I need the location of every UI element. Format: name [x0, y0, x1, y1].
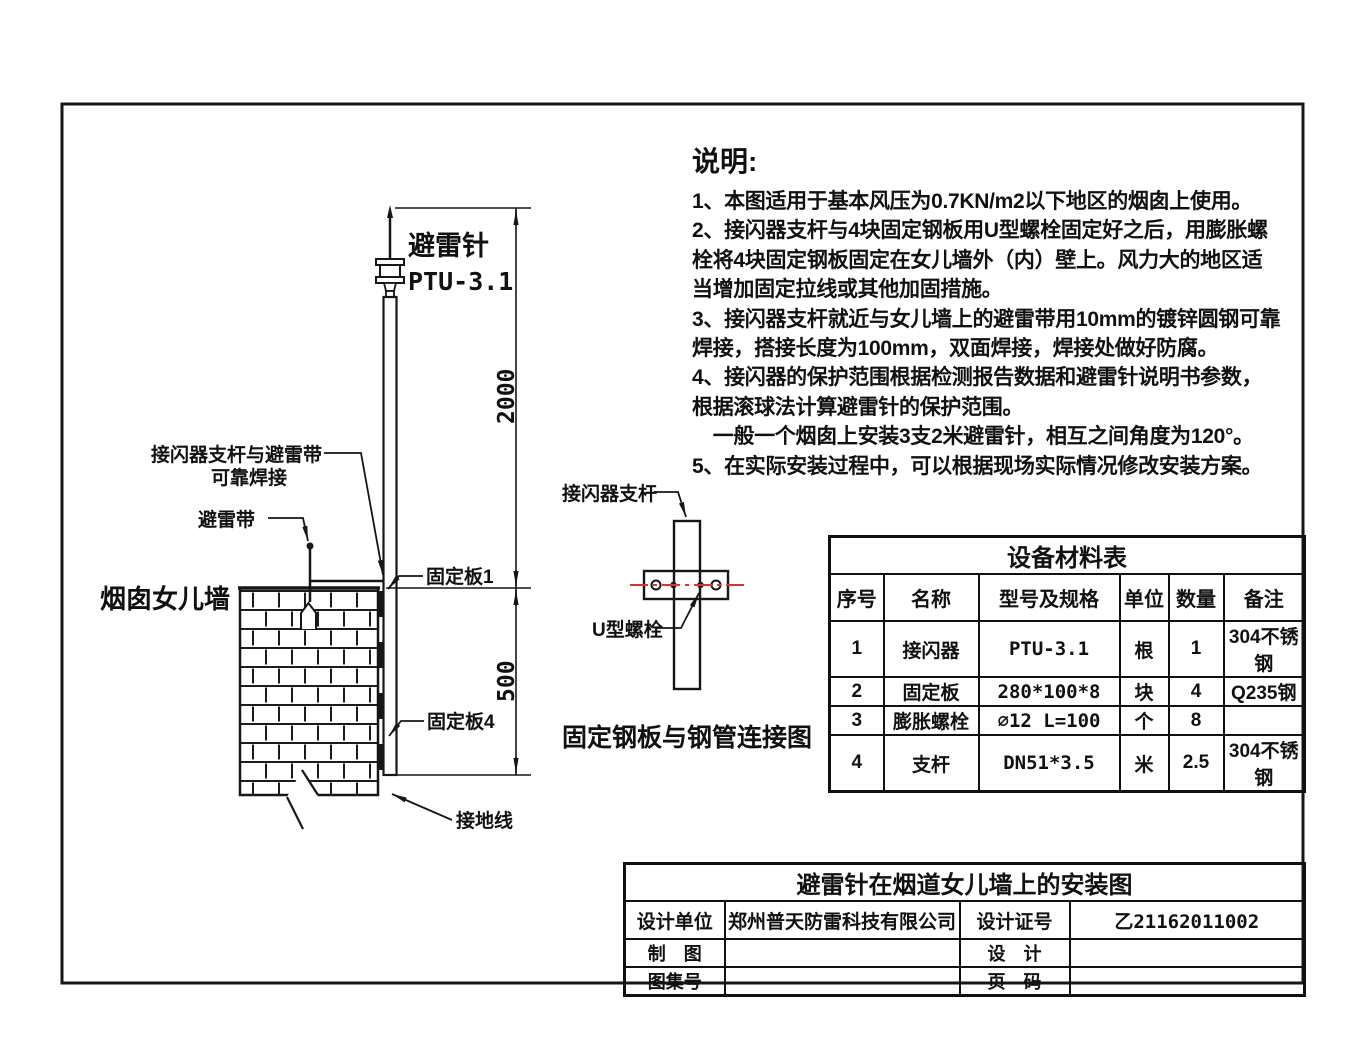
table-cell: PTU-3.1	[977, 620, 1121, 678]
detail-bolt-holes	[650, 579, 722, 591]
belt-label: 避雷带	[198, 510, 256, 531]
cert-label: 设计证号	[958, 900, 1071, 940]
table-cell: 支杆	[882, 734, 980, 793]
design-value	[1068, 938, 1306, 968]
table-cell: 1	[1167, 620, 1225, 678]
plate4-label: 固定板4	[427, 712, 495, 733]
table-row: 1 接闪器 PTU-3.1 根 1 304不锈钢	[828, 620, 1306, 678]
detail-caption: 固定钢板与钢管连接图	[562, 724, 813, 752]
table-cell: 个	[1118, 705, 1170, 736]
table-cell: 膨胀螺栓	[882, 705, 980, 736]
plate1-label: 固定板1	[426, 567, 494, 588]
detail-support-pole	[672, 519, 702, 691]
table-cell	[1222, 705, 1306, 736]
ground-wire-label: 接地线	[456, 811, 514, 832]
materials-table-title: 设备材料表	[828, 535, 1306, 575]
table-cell: DN51*3.5	[977, 734, 1121, 793]
table-cell: 8	[1167, 705, 1225, 736]
col-header: 型号及规格	[977, 573, 1121, 622]
table-cell: 2	[828, 676, 885, 707]
detail-leader-lines	[654, 491, 700, 629]
leader-lines	[268, 452, 453, 821]
dimension-lines	[386, 207, 531, 776]
table-row: 4 支杆 DN51*3.5 米 2.5 304不锈钢	[828, 734, 1306, 793]
table-cell: 280*100*8	[977, 676, 1121, 707]
table-cell: 接闪器	[882, 620, 980, 678]
table-cell: 304不锈钢	[1222, 620, 1306, 678]
table-cell: 米	[1118, 734, 1170, 793]
table-cell: Q235钢	[1222, 676, 1306, 707]
note-line: 1、本图适用于基本风压为0.7KN/m2以下地区的烟囱上使用。	[692, 190, 1253, 213]
weld-note-line1: 接闪器支杆与避雷带	[150, 445, 322, 466]
note-line: 焊接，搭接长度为100mm，双面焊接，焊接处做好防腐。	[692, 337, 1219, 361]
page-value	[1068, 966, 1306, 997]
design-label: 设 计	[958, 938, 1071, 968]
materials-table: 设备材料表 序号 名称 型号及规格 单位 数量 备注 1 接闪器 PTU-3.1…	[828, 535, 1306, 793]
cert-value: 乙21162011002	[1068, 900, 1306, 940]
fixing-plates-strip	[378, 591, 386, 770]
table-cell: 4	[1167, 676, 1225, 707]
rod-label: 避雷针	[408, 231, 489, 261]
table-row: 3 膨胀螺栓 ∅12 L=100 个 8	[828, 705, 1306, 736]
support-pole	[382, 295, 398, 777]
dimension-500: 500	[494, 660, 520, 702]
design-unit-value: 郑州普天防雷科技有限公司	[723, 900, 961, 940]
notes-block: 说明: 1、本图适用于基本风压为0.7KN/m2以下地区的烟囱上使用。 2、接闪…	[692, 145, 1304, 481]
dimension-2000: 2000	[494, 368, 520, 424]
table-cell: 1	[828, 620, 885, 678]
title-block: 避雷针在烟道女儿墙上的安装图 设计单位 郑州普天防雷科技有限公司 设计证号 乙2…	[623, 862, 1306, 997]
drawing-title: 避雷针在烟道女儿墙上的安装图	[623, 862, 1306, 902]
table-cell: 3	[828, 705, 885, 736]
note-line: 2、接闪器支杆与4块固定钢板用U型螺栓固定好之后，用膨胀螺	[692, 219, 1268, 243]
note-line: 5、在实际安装过程中，可以根据现场实际情况修改安装方案。	[692, 454, 1263, 478]
table-row: 2 固定板 280*100*8 块 4 Q235钢	[828, 676, 1306, 707]
col-header: 名称	[882, 573, 980, 622]
weld-note-line2: 可靠焊接	[210, 468, 287, 489]
col-header: 单位	[1118, 573, 1170, 622]
note-line: 3、接闪器支杆就近与女儿墙上的避雷带用10mm的镀锌圆钢可靠	[692, 307, 1281, 331]
lightning-belt	[300, 542, 384, 629]
page-label: 页 码	[958, 966, 1071, 997]
table-cell: ∅12 L=100	[977, 705, 1121, 736]
lightning-rod-assembly	[375, 205, 405, 298]
note-line: 栓将4块固定钢板固定在女儿墙外（内）壁上。风力大的地区适	[692, 248, 1263, 272]
table-cell: 块	[1118, 676, 1170, 707]
col-header: 序号	[828, 573, 885, 622]
ubolt-label: U型螺栓	[592, 620, 663, 641]
col-header: 数量	[1167, 573, 1225, 622]
rod-model-label: PTU-3.1	[408, 267, 514, 296]
table-cell: 固定板	[882, 676, 980, 707]
table-cell: 2.5	[1167, 734, 1225, 793]
detail-pole-label: 接闪器支杆	[562, 484, 658, 505]
draft-value	[723, 938, 961, 968]
note-line: 当增加固定拉线或其他加固措施。	[692, 278, 1003, 302]
weld-note-label: 接闪器支杆与避雷带 可靠焊接	[128, 444, 322, 490]
table-cell: 4	[828, 734, 885, 793]
notes-heading: 说明:	[692, 146, 758, 177]
atlas-label: 图集号	[623, 966, 726, 997]
table-cell: 304不锈钢	[1222, 734, 1306, 793]
wall-break-symbol	[286, 769, 319, 830]
table-cell: 根	[1118, 620, 1170, 678]
draft-label: 制 图	[623, 938, 726, 968]
note-line: 根据滚球法计算避雷针的保护范围。	[692, 395, 1024, 419]
col-header: 备注	[1222, 573, 1306, 622]
design-unit-label: 设计单位	[623, 900, 726, 940]
atlas-value	[723, 966, 961, 997]
note-line: 一般一个烟囱上安装3支2米避雷针，相互之间角度为120°。	[692, 425, 1254, 449]
wall-label: 烟囱女儿墙	[100, 584, 231, 614]
note-line: 4、接闪器的保护范围根据检测报告数据和避雷针说明书参数，	[692, 366, 1263, 390]
